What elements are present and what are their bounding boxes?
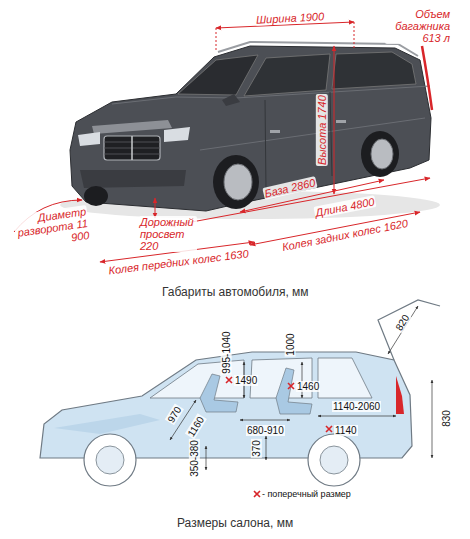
cabin-dimension: 1490 xyxy=(234,375,258,386)
cabin-dimension: 1460 xyxy=(296,381,320,392)
cabin-dimension: 350-380 xyxy=(189,439,200,478)
cross-marks xyxy=(226,377,332,497)
suv-front-view xyxy=(60,42,440,219)
cabin-dimension: 1140 xyxy=(334,425,358,436)
dimension-label: Высота 1740 xyxy=(316,94,328,166)
legend-text: - поперечный размер xyxy=(262,489,351,499)
cabin-dimension: 680-910 xyxy=(246,425,285,436)
legend-entry: - поперечный размер xyxy=(262,489,351,499)
figure-caption: Габариты автомобиля, мм xyxy=(162,286,309,299)
cabin-dimension: 830 xyxy=(441,409,452,428)
cabin-dimension: 1140-2060 xyxy=(332,401,381,412)
figure-caption: Размеры салона, мм xyxy=(177,517,293,530)
dimension-label: Дорожный просвет 220 xyxy=(139,216,197,252)
cabin-dimension: 1000 xyxy=(285,332,296,356)
cabin-dimension-lines xyxy=(170,306,432,470)
cabin-dimension: 995-1040 xyxy=(221,330,232,374)
cabin-dimension: 820 xyxy=(393,312,412,334)
dimension-label: Диаметр разворота 11 900 xyxy=(13,205,91,251)
cabin-dimension: 370 xyxy=(251,439,262,458)
dimension-label: Объем багажника 613 л xyxy=(385,8,451,44)
suv-side-view xyxy=(40,300,440,486)
